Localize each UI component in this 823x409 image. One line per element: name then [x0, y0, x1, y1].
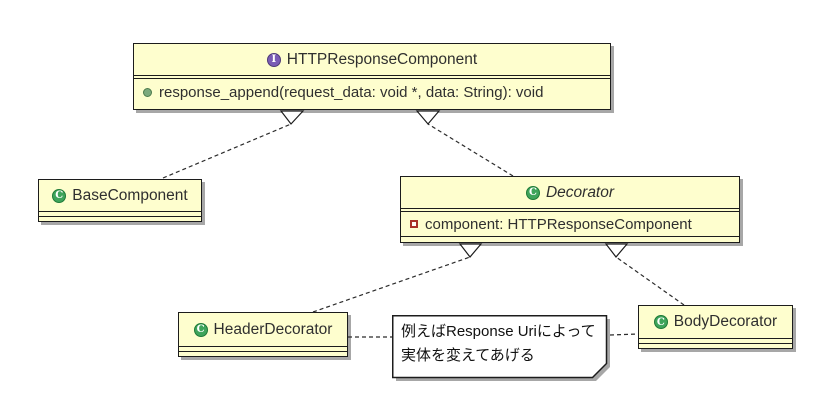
realization-arrow-decorator-to-httpresponsecomponent: [415, 110, 514, 177]
abstract-class-title-row: C Decorator: [401, 177, 739, 208]
class-title: BodyDecorator: [673, 313, 778, 330]
note-line-2: 実体を変えてあげる: [401, 347, 535, 364]
public-method-icon: [143, 88, 152, 97]
realization-arrow-bodydecorator-to-decorator: [604, 243, 685, 306]
class-title: HTTPResponseComponent: [286, 50, 478, 68]
class-title: BaseComponent: [72, 186, 188, 204]
method-signature: response_append(request_data: void *, da…: [159, 84, 544, 101]
empty-methods-compartment: [39, 216, 201, 221]
class-icon: C: [193, 322, 208, 337]
class-title-row: I HTTPResponseComponent: [134, 44, 610, 75]
class-title-row: C HeaderDecorator: [179, 313, 347, 346]
class-title-row: C BaseComponent: [39, 180, 201, 211]
realization-arrow-basecomponent-to-httpresponsecomponent: [162, 110, 305, 179]
empty-attributes-compartment: [179, 346, 347, 351]
private-field-icon: [410, 220, 418, 228]
class-icon: C: [525, 185, 540, 200]
compartment-separator: [134, 75, 610, 79]
empty-attributes-compartment: [39, 211, 201, 216]
empty-attributes-compartment: [639, 338, 792, 343]
empty-methods-compartment: [639, 343, 792, 348]
empty-methods-compartment: [179, 351, 347, 356]
class-box-decorator[interactable]: C Decorator component: HTTPResponseCompo…: [400, 176, 740, 243]
class-box-basecomponent[interactable]: C BaseComponent: [38, 179, 202, 222]
note-link-bodydecorator: [609, 333, 639, 336]
class-box-bodydecorator[interactable]: C BodyDecorator: [638, 305, 793, 349]
realization-arrow-headerdecorator-to-decorator: [312, 243, 483, 313]
interface-icon: I: [266, 52, 281, 67]
note-text: 例えばResponse Uriによって 実体を変えてあげる: [401, 320, 596, 368]
uml-note[interactable]: 例えばResponse Uriによって 実体を変えてあげる: [392, 315, 614, 384]
class-icon: C: [52, 188, 67, 203]
class-icon: C: [653, 315, 668, 329]
field-row[interactable]: component: HTTPResponseComponent: [401, 212, 739, 236]
note-shape: [392, 315, 610, 381]
note-line-1: 例えばResponse Uriによって: [401, 323, 596, 340]
class-title: Decorator: [545, 183, 615, 201]
field-signature: component: HTTPResponseComponent: [425, 215, 692, 233]
method-row[interactable]: response_append(request_data: void *, da…: [134, 79, 610, 106]
class-title-row: C BodyDecorator: [639, 306, 792, 338]
class-box-httpresponsecomponent[interactable]: I HTTPResponseComponent response_append(…: [133, 43, 611, 110]
compartment-separator: [401, 208, 739, 212]
class-box-headerdecorator[interactable]: C HeaderDecorator: [178, 312, 348, 357]
empty-methods-compartment: [401, 236, 739, 241]
class-title: HeaderDecorator: [213, 320, 333, 338]
